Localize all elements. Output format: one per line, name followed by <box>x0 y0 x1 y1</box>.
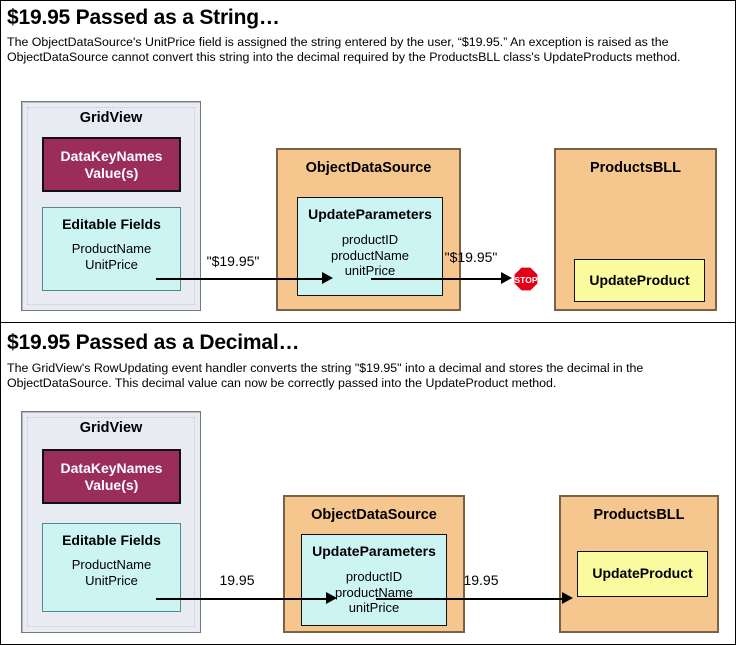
updateparameters-box: UpdateParameters productID productName u… <box>297 197 443 296</box>
gridview-title: GridView <box>79 110 143 126</box>
gridview-title-2: GridView <box>79 420 143 436</box>
svg-text:STOP: STOP <box>515 275 538 285</box>
section-description-decimal: The GridView's RowUpdating event handler… <box>7 361 644 390</box>
updateparameters-title: UpdateParameters <box>308 206 432 222</box>
updateproduct-label: UpdateProduct <box>589 271 690 288</box>
arrow-line-ods-to-bll <box>371 278 503 280</box>
updateproduct-label-2: UpdateProduct <box>592 565 693 581</box>
section-decimal: $19.95 Passed as a Decimal… The GridView… <box>1 323 735 644</box>
editable-fields-box-2: Editable Fields ProductName UnitPrice <box>42 523 181 612</box>
arrow-head-gridview-to-ods-2 <box>326 592 337 604</box>
section-string: $19.95 Passed as a String… The ObjectDat… <box>1 1 735 323</box>
productsbll-title-2: ProductsBLL <box>593 507 685 523</box>
stop-sign-icon: STOP <box>513 266 540 293</box>
editable-fields-title: Editable Fields <box>62 216 161 232</box>
section-heading-string: $19.95 Passed as a String… <box>7 6 280 29</box>
updateparameters-list: productID productName unitPrice <box>330 232 410 278</box>
arrow-head-gridview-to-ods <box>322 272 333 284</box>
arrow-head-ods-to-bll <box>501 272 512 284</box>
arrow-line-gridview-to-ods-2 <box>156 598 328 600</box>
updateproduct-box-2: UpdateProduct <box>577 551 708 597</box>
updateparameters-list-2: productID productName unitPrice <box>334 569 414 615</box>
editable-fields-title-2: Editable Fields <box>62 532 161 548</box>
arrow-label-ods-to-bll: "$19.95" <box>444 249 498 265</box>
editable-fields-box: Editable Fields ProductName UnitPrice <box>42 207 181 291</box>
section-heading-decimal: $19.95 Passed as a Decimal… <box>7 331 300 354</box>
arrow-label-gridview-to-ods-2: 19.95 <box>219 572 255 588</box>
datakeynames-label: DataKeyNames Value(s) <box>60 148 163 181</box>
objectdatasource-title: ObjectDataSource <box>305 160 432 176</box>
datakeynames-box: DataKeyNames Value(s) <box>42 137 181 192</box>
arrow-line-ods-to-bll-2 <box>376 598 564 600</box>
productsbll-title: ProductsBLL <box>589 160 682 176</box>
datakeynames-label-2: DataKeyNames Value(s) <box>60 460 163 493</box>
updateparameters-box-2: UpdateParameters productID productName u… <box>301 534 447 626</box>
updateparameters-title-2: UpdateParameters <box>312 543 436 559</box>
updateproduct-box: UpdateProduct <box>574 259 705 302</box>
section-description-string: The ObjectDataSource's UnitPrice field i… <box>7 35 681 64</box>
objectdatasource-title-2: ObjectDataSource <box>311 507 437 523</box>
arrow-line-gridview-to-ods <box>156 278 324 280</box>
arrow-label-ods-to-bll-2: 19.95 <box>463 572 499 588</box>
editable-fields-list: ProductName UnitPrice <box>71 241 152 272</box>
arrow-label-gridview-to-ods: "$19.95" <box>206 253 260 269</box>
arrow-head-ods-to-bll-2 <box>562 592 573 604</box>
editable-fields-list-2: ProductName UnitPrice <box>71 557 152 588</box>
datakeynames-box-2: DataKeyNames Value(s) <box>42 449 181 504</box>
